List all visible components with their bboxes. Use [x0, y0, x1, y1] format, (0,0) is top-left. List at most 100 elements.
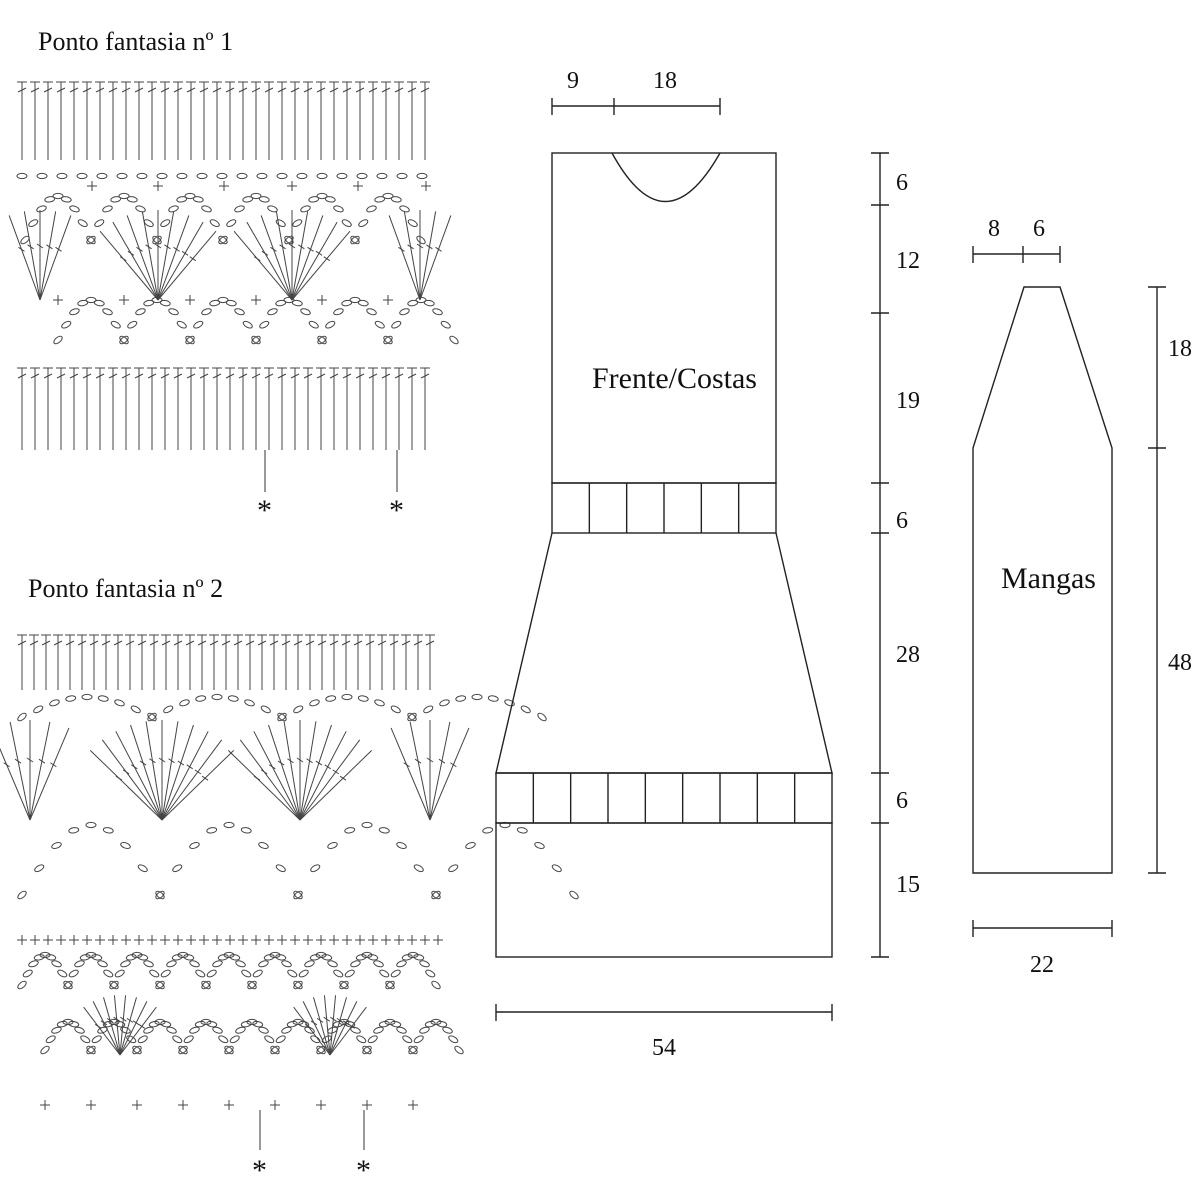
height-label-2: 12: [896, 248, 920, 274]
fan-stitch: [89, 749, 163, 821]
chain-stitch: [74, 1026, 85, 1034]
fan-stitch-cross: [330, 1016, 337, 1022]
chain-stitch: [57, 969, 68, 978]
chain-stitch: [367, 954, 379, 961]
chart-1-arches: [8, 172, 459, 345]
fan-stitch: [8, 215, 41, 301]
chain-stitch: [419, 1026, 430, 1034]
chain-stitch: [218, 235, 228, 245]
fan-stitch: [115, 731, 163, 821]
chain-stitch: [350, 1026, 361, 1034]
stitch-cross: [238, 373, 248, 379]
fan-stitch: [291, 215, 324, 301]
chain-stitch: [192, 196, 204, 203]
chain-stitch: [430, 1018, 442, 1026]
fan-stitch: [429, 721, 451, 821]
fan-stitch-cross: [323, 256, 331, 262]
stitch-cross: [56, 87, 66, 93]
neck-width-label: 18: [653, 68, 677, 94]
fan-stitch-cross: [426, 244, 433, 250]
chart-2-top-rows: [17, 634, 435, 690]
waist-band-cells: [588, 483, 740, 533]
stitch-cross: [425, 640, 435, 646]
chain-stitch: [155, 890, 165, 900]
chain-stitch: [60, 196, 72, 203]
stitch-cross: [185, 640, 195, 646]
chain-stitch: [45, 954, 57, 961]
chain-stitch: [229, 1035, 240, 1044]
fan-stitch-cross: [46, 244, 53, 250]
chain-stitch: [132, 1045, 142, 1055]
chain-stitch: [185, 335, 195, 345]
chain-stitch: [436, 1020, 448, 1028]
stitch-cross: [209, 640, 219, 646]
fan-stitch: [157, 211, 175, 301]
fan-stitch-cross: [194, 769, 202, 775]
stitch-cross: [329, 373, 339, 379]
chain-stitch: [396, 960, 407, 968]
stitch-cross: [108, 87, 118, 93]
fan-stitch: [39, 211, 57, 301]
fan-stitch: [145, 721, 163, 821]
chain-stitch: [62, 1018, 74, 1026]
fan-stitch-cross: [403, 762, 410, 768]
chain-stitch: [275, 219, 286, 228]
chain-stitch: [327, 960, 338, 968]
chain-stitch: [247, 980, 257, 990]
chain-stitch: [136, 172, 148, 180]
fan-stitch-cross: [138, 1023, 146, 1029]
chain-stitch: [179, 699, 190, 707]
chain-stitch: [189, 1026, 200, 1034]
fan-stitch: [141, 211, 159, 301]
chain-stitch: [185, 335, 195, 345]
stitch-cross: [160, 87, 170, 93]
chain-stitch: [224, 1045, 234, 1055]
chain-stitch: [168, 308, 179, 316]
chain-stitch: [338, 1018, 350, 1026]
chain-stitch: [200, 1018, 212, 1026]
stitch-cross: [30, 87, 40, 93]
chain-stitch: [300, 308, 311, 316]
chain-stitch: [355, 954, 367, 961]
chain-stitch: [309, 954, 321, 961]
chain-stitch: [357, 299, 369, 307]
chain-stitch: [569, 890, 579, 900]
chain-stitch: [341, 693, 353, 701]
fan-stitch-cross: [307, 246, 314, 252]
chain-stitch: [68, 827, 80, 834]
fan-stitch-cross: [173, 246, 180, 252]
fan-stitch-cross: [339, 775, 347, 781]
fan-stitch: [99, 230, 159, 301]
stitch-cross: [389, 640, 399, 646]
stitch-cross: [134, 87, 144, 93]
chain-stitch: [225, 299, 237, 307]
chain-stitch: [385, 980, 395, 990]
stitch-cross: [316, 373, 326, 379]
chain-stitch: [251, 335, 261, 345]
chain-stitch: [28, 219, 39, 228]
fan-stitch-cross: [127, 250, 135, 256]
chain-stitch: [242, 320, 253, 329]
stitch-cross: [317, 640, 327, 646]
chain-stitch: [74, 960, 85, 968]
chain-stitch: [321, 1035, 332, 1044]
fan-stitch-cross: [416, 243, 424, 249]
stitch-cross: [394, 87, 404, 93]
fan-stitch-cross: [122, 769, 130, 775]
chain-stitch: [97, 1026, 108, 1034]
chain-stitch: [166, 1026, 177, 1034]
chain-stitch: [325, 320, 336, 329]
chain-stitch: [143, 1026, 154, 1034]
chart-1-title: Ponto fantasia nº 1: [38, 27, 233, 56]
stitch-cross: [82, 87, 92, 93]
fan-stitch: [419, 215, 452, 301]
chain-stitch: [287, 969, 298, 978]
stitch-cross: [341, 640, 351, 646]
chain-stitch: [120, 1026, 131, 1034]
stitch-cross: [420, 87, 430, 93]
chain-stitch: [201, 980, 211, 990]
chain-stitch: [135, 308, 146, 316]
chain-stitch: [86, 1045, 96, 1055]
chain-stitch: [96, 172, 108, 180]
